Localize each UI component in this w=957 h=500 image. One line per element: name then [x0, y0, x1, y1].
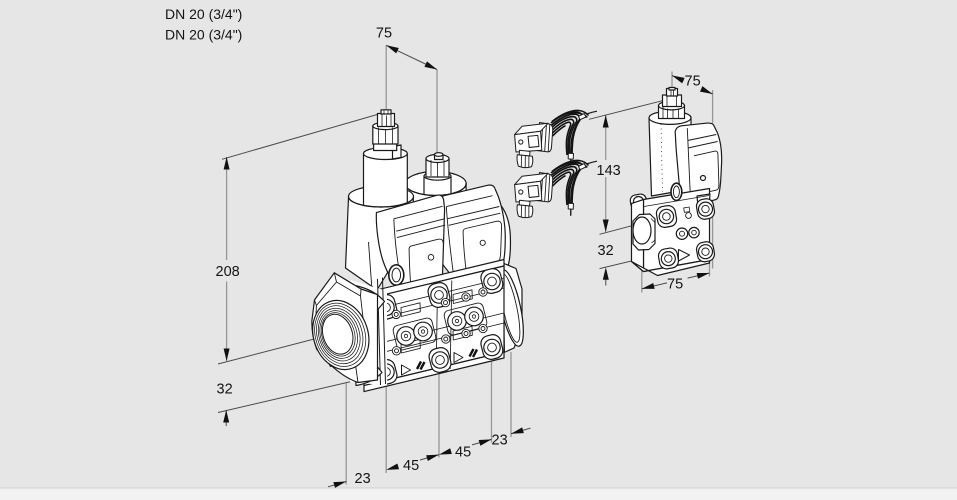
svg-text:75: 75 [376, 26, 392, 42]
svg-text:23: 23 [355, 471, 371, 487]
svg-text:DN 20 (3/4"): DN 20 (3/4") [165, 26, 242, 42]
svg-text:75: 75 [667, 277, 683, 293]
svg-text:32: 32 [217, 382, 233, 398]
svg-text:45: 45 [455, 445, 471, 461]
svg-text:45: 45 [403, 458, 419, 474]
svg-text:23: 23 [492, 433, 508, 449]
svg-text:DN 20 (3/4"): DN 20 (3/4") [165, 6, 242, 22]
svg-text:32: 32 [598, 243, 614, 259]
svg-text:75: 75 [685, 74, 701, 90]
svg-text:143: 143 [597, 163, 621, 179]
svg-text:208: 208 [216, 264, 240, 280]
